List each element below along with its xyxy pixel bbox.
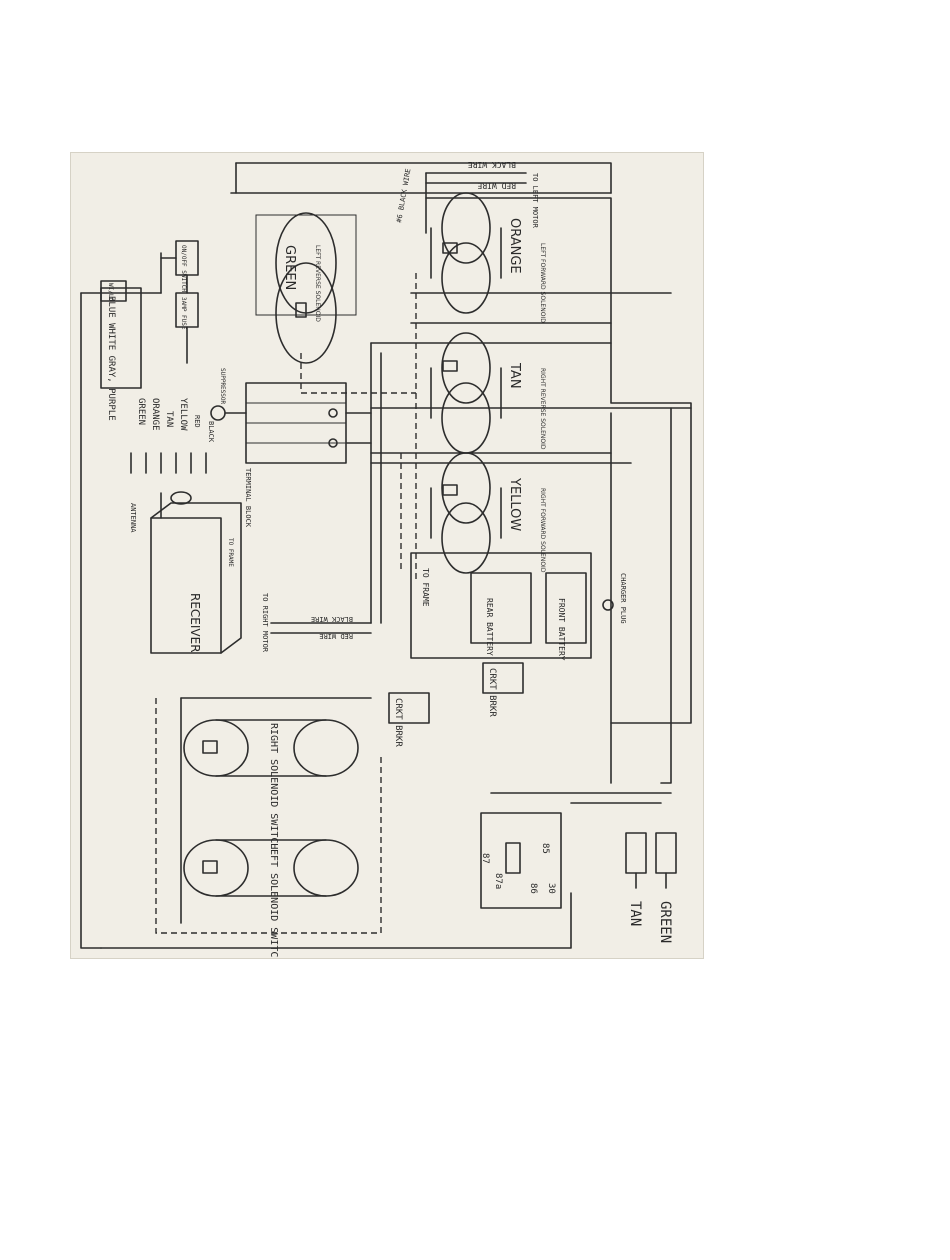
relay-86: 86 (528, 883, 538, 894)
terminal-block-label: TERMINAL BLOCK (244, 468, 252, 528)
outer-wiring (80, 162, 692, 949)
wire-color-red: RED (193, 415, 201, 428)
solenoid-orange-name: ORANGE (507, 218, 522, 274)
wire-color-green: GREEN (136, 398, 146, 425)
relay-87: 87 (480, 853, 490, 864)
antenna-label: ANTENNA (129, 503, 137, 533)
wiring-diagram: BLACK WIRE RED WIRE TO LEFT MOTOR GREEN … (80, 160, 692, 958)
black-wire-bottom-label: BLACK WIRE (311, 615, 353, 623)
front-battery-label: FRONT BATTERY (557, 598, 566, 661)
solenoid-tan-sub: RIGHT REVERSE SOLENOID (539, 368, 546, 450)
right-motor-leads: BLACK WIRE RED WIRE TO RIGHT MOTOR (261, 593, 372, 653)
wire-color-labels: BLUE WHITE GRAY, PURPLE WI/LO GREEN ORAN… (100, 280, 215, 474)
onoff-switch-label: ON/OFF SWITCH (180, 245, 187, 292)
rear-battery-label: REAR BATTERY (485, 598, 494, 656)
relay-30: 30 (546, 883, 556, 894)
legend-tan: TAN (627, 901, 643, 926)
wire-colors-2-tag: WI/LO (107, 283, 114, 301)
black-wire-top-label: BLACK WIRE (468, 160, 516, 169)
circuit-breakers: CRKT BRKR CRKT BRKR (388, 662, 524, 747)
solenoid-green-name: GREEN (282, 245, 297, 290)
solenoid-green-sub: LEFT REVERSE SOLENOID (314, 245, 321, 322)
solenoid-tan-name: TAN (507, 362, 522, 389)
to-right-motor-label: TO RIGHT MOTOR (261, 593, 269, 653)
solenoid-tan: TAN RIGHT REVERSE SOLENOID (430, 332, 546, 454)
black-wire-mid-label: #6 BLACK WIRE (395, 168, 412, 223)
wire-colors-2: BLUE WHITE GRAY, PURPLE (106, 296, 116, 421)
solenoid-orange: ORANGE LEFT FORWARD SOLENOID (430, 192, 546, 323)
to-left-motor-label: TO LEFT MOTOR (531, 173, 539, 229)
legend-green: GREEN (657, 901, 673, 943)
relay-87a: 87a (493, 873, 503, 889)
crkt-brkr-1-label: CRKT BRKR (393, 698, 403, 747)
suppressor-label: SUPPRESSOR (219, 368, 226, 405)
receiver: RECEIVER ANTENNA TO FRAME (129, 491, 242, 654)
solenoid-wiring: #6 BLACK WIRE (300, 168, 692, 624)
left-motor-leads: BLACK WIRE RED WIRE TO LEFT MOTOR (425, 160, 539, 234)
receiver-label: RECEIVER (188, 593, 202, 653)
right-solenoid-switch-label: RIGHT SOLENOID SWITCH (268, 723, 279, 849)
relay: 87 87a 85 86 30 (480, 792, 672, 909)
wire-color-yellow: YELLOW (178, 398, 188, 431)
solenoid-yellow-name: YELLOW (507, 477, 522, 531)
fuse-switch: ON/OFF SWITCH 3AMP FUSE (160, 240, 199, 364)
legend: TAN GREEN (625, 832, 677, 943)
to-frame-right-label: TO FRAME (421, 568, 430, 607)
wire-color-tan: TAN (164, 411, 174, 427)
batteries: REAR BATTERY FRONT BATTERY TO FRAME CHAR… (410, 552, 627, 661)
left-solenoid-switch: LEFT SOLENOID SWITCH (155, 697, 382, 958)
crkt-brkr-2-label: CRKT BRKR (487, 668, 497, 717)
wire-color-orange: ORANGE (150, 398, 160, 431)
wire-color-black: BLACK (207, 421, 215, 443)
fuse-label: 3AMP FUSE (180, 297, 187, 330)
solenoid-orange-sub: LEFT FORWARD SOLENOID (539, 243, 546, 323)
red-wire-bottom-label: RED WIRE (319, 632, 353, 640)
solenoid-yellow-sub: RIGHT FORWARD SOLENOID (539, 488, 546, 573)
wiring-diagram-sheet: BLACK WIRE RED WIRE TO LEFT MOTOR GREEN … (70, 152, 704, 959)
right-solenoid-switch: RIGHT SOLENOID SWITCH (183, 719, 359, 849)
solenoid-green: GREEN LEFT REVERSE SOLENOID (255, 212, 357, 364)
to-frame-left-label: TO FRAME (227, 538, 234, 567)
relay-85: 85 (540, 843, 550, 854)
left-solenoid-switch-label: LEFT SOLENOID SWITCH (268, 843, 279, 958)
terminal-block: SUPPRESSOR TERMINAL BLOCK (210, 368, 372, 528)
charger-plug-label: CHARGER PLUG (619, 573, 627, 624)
solenoid-yellow: YELLOW RIGHT FORWARD SOLENOID (430, 452, 546, 574)
red-wire-top-label: RED WIRE (477, 181, 516, 190)
